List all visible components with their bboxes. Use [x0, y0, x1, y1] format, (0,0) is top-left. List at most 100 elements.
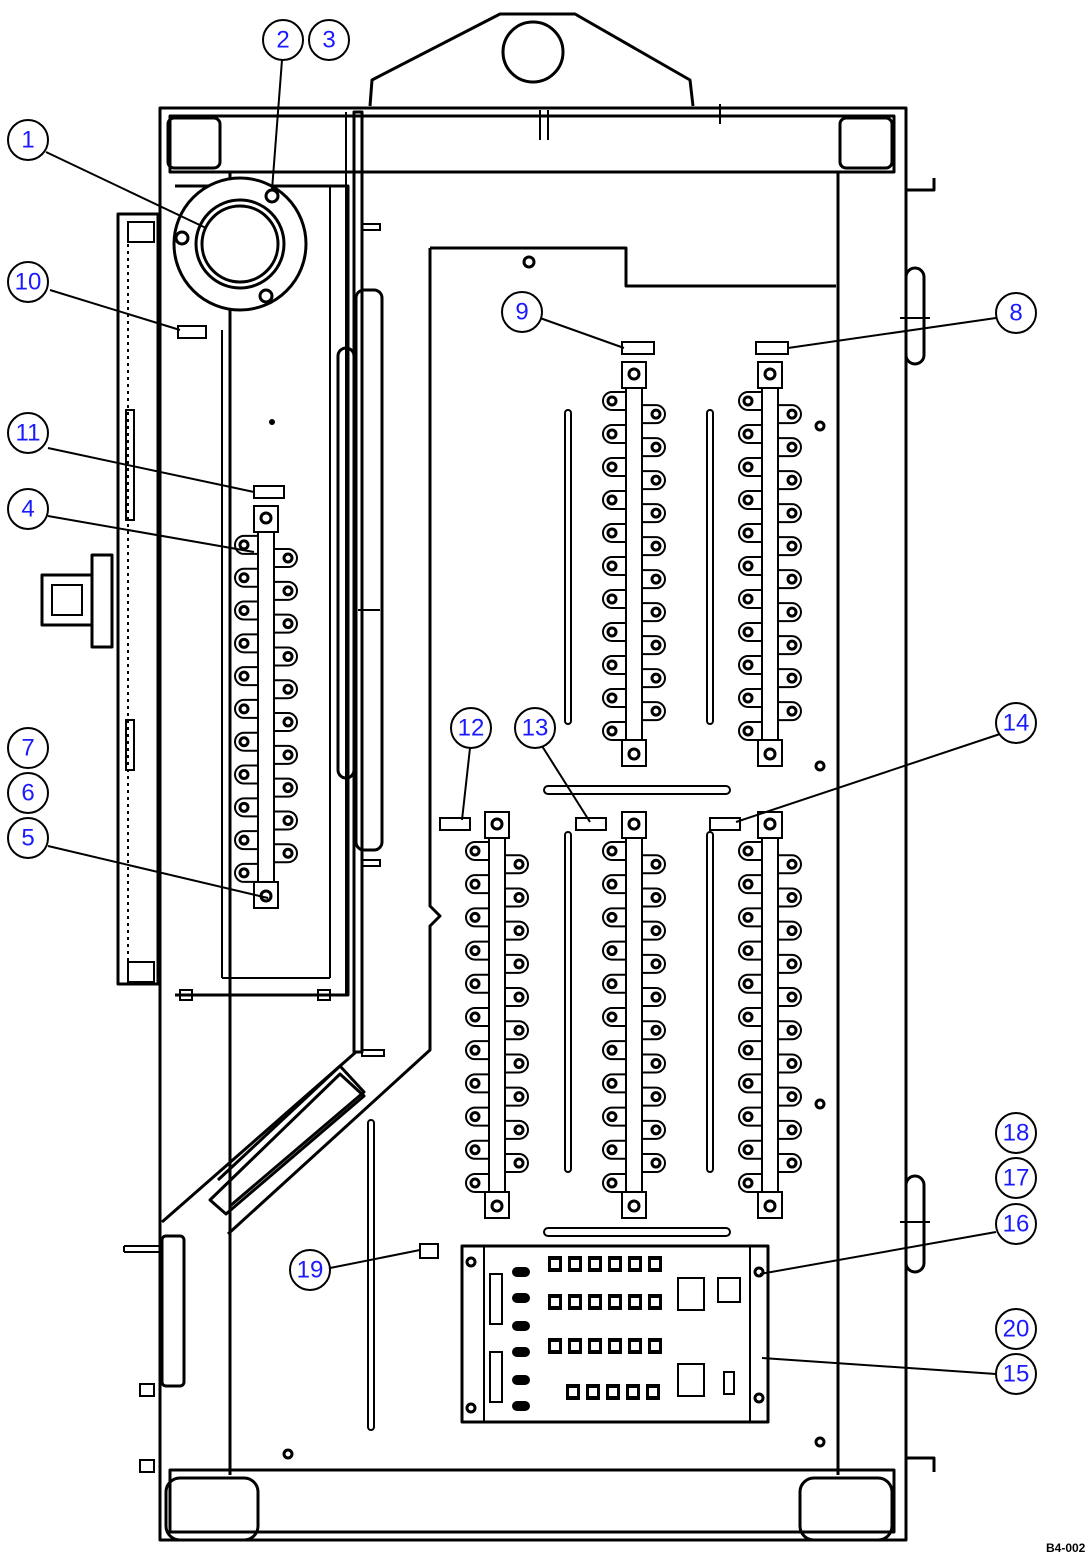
corner-foot	[164, 1476, 260, 1542]
pcb-connector	[626, 1384, 640, 1400]
pcb-jumper	[512, 1293, 530, 1303]
pcb-connector	[566, 1384, 580, 1400]
door-latch	[40, 573, 94, 627]
label-plate	[575, 817, 607, 831]
label-plate	[177, 325, 207, 339]
terminal-strip	[738, 361, 802, 767]
callout-19: 19	[289, 1249, 331, 1291]
drawing-code: B4-002	[1046, 1541, 1086, 1555]
pcb-jumper	[512, 1401, 530, 1411]
pcb-connector	[586, 1384, 600, 1400]
leader-lines	[45, 59, 1001, 1375]
terminal-strip	[738, 811, 802, 1219]
callout-18: 18	[995, 1112, 1037, 1154]
pcb-jumper	[512, 1347, 530, 1357]
pcb-connector	[568, 1294, 582, 1310]
pcb-jumper	[512, 1321, 530, 1331]
svg-text:4: 4	[21, 496, 34, 523]
small-component	[419, 1243, 439, 1259]
pcb-jumper	[512, 1375, 530, 1385]
callout-3: 3	[308, 19, 350, 61]
pcb-connector	[588, 1256, 602, 1272]
pcb-connector	[606, 1384, 620, 1400]
label-plate	[253, 485, 285, 499]
lifting-bracket	[368, 12, 695, 107]
corner-block	[838, 116, 894, 170]
svg-text:16: 16	[1003, 1211, 1030, 1238]
pcb-connector	[648, 1256, 662, 1272]
pcb-connector	[628, 1256, 642, 1272]
pcb-connector	[568, 1338, 582, 1354]
callout-8: 8	[995, 292, 1037, 334]
callout-14: 14	[995, 702, 1037, 744]
svg-text:7: 7	[21, 735, 34, 762]
terminal-strip	[602, 811, 666, 1219]
pcb-connector	[628, 1294, 642, 1310]
corner-foot	[798, 1476, 894, 1542]
left-door	[116, 212, 160, 986]
svg-text:12: 12	[458, 715, 485, 742]
door-handle	[904, 1174, 926, 1274]
label-plate	[709, 817, 741, 831]
control-board	[460, 1244, 770, 1424]
ic-chip	[677, 1363, 705, 1397]
callout-13: 13	[514, 707, 556, 749]
terminal-strip	[602, 361, 666, 767]
svg-text:17: 17	[1003, 1165, 1030, 1192]
svg-text:8: 8	[1009, 300, 1022, 327]
callout-15: 15	[995, 1353, 1037, 1395]
svg-text:3: 3	[322, 27, 335, 54]
pcb-connector	[568, 1256, 582, 1272]
callout-16: 16	[995, 1203, 1037, 1245]
callout-10: 10	[7, 261, 49, 303]
pcb-connector	[548, 1256, 562, 1272]
terminal-strips	[234, 361, 802, 1219]
corner-block	[166, 116, 222, 170]
cabinet-frame	[158, 106, 908, 1542]
pcb-connector	[588, 1338, 602, 1354]
pcb-jumper	[512, 1267, 530, 1277]
pcb-connector	[548, 1294, 562, 1310]
terminal-strip	[465, 811, 529, 1219]
label-plate	[439, 817, 471, 831]
callout-9: 9	[501, 291, 543, 333]
callout-20: 20	[995, 1308, 1037, 1350]
pcb-connector	[608, 1294, 622, 1310]
svg-text:18: 18	[1003, 1120, 1030, 1147]
svg-text:5: 5	[21, 825, 34, 852]
svg-text:2: 2	[276, 27, 289, 54]
label-plate	[621, 341, 655, 355]
pcb-connector	[588, 1294, 602, 1310]
label-plate	[755, 341, 789, 355]
pcb-connector	[628, 1338, 642, 1354]
callout-11: 11	[7, 412, 49, 454]
svg-text:10: 10	[15, 269, 42, 296]
diagonal-duct	[208, 1072, 366, 1216]
svg-text:9: 9	[515, 299, 528, 326]
svg-text:15: 15	[1003, 1361, 1030, 1388]
latch-bracket	[90, 553, 114, 649]
callout-2: 2	[262, 19, 304, 61]
callout-6: 6	[7, 772, 49, 814]
top-rail	[168, 114, 896, 174]
svg-text:20: 20	[1003, 1316, 1030, 1343]
svg-text:11: 11	[16, 420, 41, 447]
pcb-connector	[608, 1338, 622, 1354]
callout-12: 12	[450, 707, 492, 749]
callout-1: 1	[7, 119, 49, 161]
svg-text:1: 1	[21, 127, 34, 154]
svg-text:19: 19	[297, 1257, 324, 1284]
callout-4: 4	[7, 488, 49, 530]
svg-text:13: 13	[522, 715, 549, 742]
pcb-connector	[646, 1384, 660, 1400]
bottom-rail	[168, 1468, 896, 1534]
pcb-connector	[608, 1256, 622, 1272]
pcb-connector	[548, 1338, 562, 1354]
lifting-eye	[501, 20, 565, 84]
door-handle	[904, 266, 926, 366]
callout-7: 7	[7, 727, 49, 769]
ic-chip	[677, 1277, 705, 1311]
svg-text:6: 6	[21, 780, 34, 807]
